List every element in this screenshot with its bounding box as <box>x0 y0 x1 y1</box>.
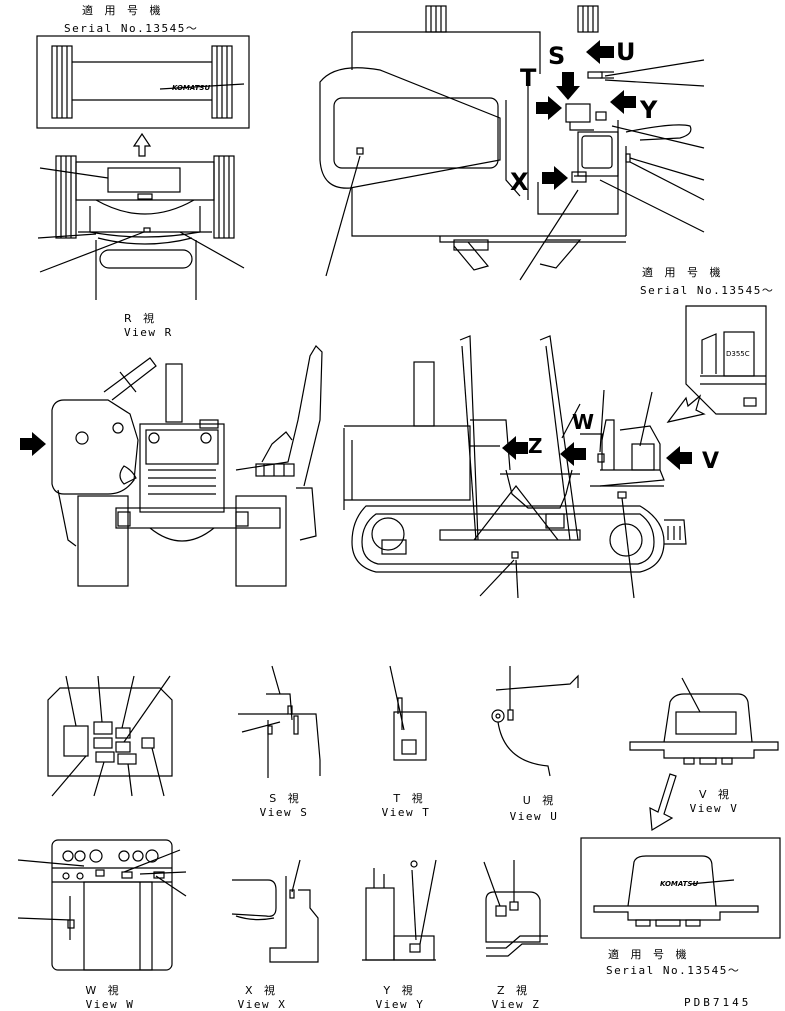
view-x-jp: X 視 <box>244 984 280 997</box>
detail-view-u <box>491 666 579 777</box>
view-y-jp: Y 視 <box>383 984 417 997</box>
view-s-en: View S <box>259 806 309 819</box>
letter-t: T <box>520 64 537 92</box>
arrow-t-icon <box>556 72 580 100</box>
view-v-jp: V 視 <box>698 788 734 801</box>
inset-bottom-serial <box>580 837 781 939</box>
view-z-en: View Z <box>491 998 541 1011</box>
arrow-x-icon <box>542 166 568 190</box>
view-u-en: View U <box>509 810 559 823</box>
applicable-label-right: 適 用 号 機 <box>642 266 725 279</box>
letter-w: W <box>572 410 595 434</box>
detail-view-y <box>362 859 437 961</box>
arrow-u-icon <box>586 40 614 64</box>
up-arrow-icon <box>132 132 152 157</box>
view-t-en: View T <box>381 806 431 819</box>
view-x-en: View X <box>237 998 287 1011</box>
view-z-jp: Z 視 <box>496 984 532 997</box>
view-s-jp: S 視 <box>269 792 303 805</box>
view-w-en: View W <box>85 998 135 1011</box>
detail-view-v <box>629 677 779 765</box>
drawing-number: PDB7145 <box>684 996 752 1009</box>
main-top-view <box>319 5 705 281</box>
letter-u: U <box>616 38 636 66</box>
view-w-jp: W 視 <box>85 984 123 997</box>
letter-y: Y <box>640 96 658 124</box>
detail-view-t <box>389 665 427 761</box>
arrow-s-down-icon <box>536 96 562 120</box>
applicable-label-top: 適 用 号 機 <box>82 4 165 17</box>
detail-view-w <box>17 839 187 971</box>
detail-view-x <box>231 859 319 963</box>
view-r-drawing <box>37 155 245 300</box>
front-view <box>51 345 323 587</box>
side-view <box>343 335 687 599</box>
inset-top-serial <box>36 35 250 129</box>
arrow-front-icon <box>20 432 46 456</box>
serial-label-bottom: Serial No.13545～ <box>606 964 741 977</box>
view-t-jp: T 視 <box>393 792 427 805</box>
letter-v: V <box>702 449 720 474</box>
detail-view-z <box>483 860 548 957</box>
serial-label-right: Serial No.13545～ <box>640 284 775 297</box>
arrow-z-icon <box>502 436 528 460</box>
brand-logo-top: KOMATSU <box>172 84 211 92</box>
view-v-en: View V <box>689 802 739 815</box>
serial-label-top: Serial No.13545～ <box>64 22 199 35</box>
detail-view-s <box>238 665 321 778</box>
view-y-en: View Y <box>375 998 425 1011</box>
view-u-jp: U 視 <box>522 794 558 807</box>
down-left-arrow-icon <box>649 773 677 832</box>
brand-logo-bottom: KOMATSU <box>660 880 699 888</box>
view-r-jp: R 視 <box>124 312 159 325</box>
view-r-en: View R <box>124 326 173 339</box>
detail-panel-1 <box>47 675 173 797</box>
arrow-y-icon <box>610 90 636 114</box>
arrow-outline-icon <box>666 394 706 423</box>
arrow-v-icon <box>666 446 692 470</box>
part-code: D355C <box>726 350 750 358</box>
letter-s: S <box>548 42 566 70</box>
arrow-w-icon <box>560 442 586 466</box>
applicable-label-bottom: 適 用 号 機 <box>608 948 691 961</box>
inset-cab-serial <box>685 305 767 415</box>
letter-z: Z <box>528 434 543 458</box>
letter-x: X <box>510 168 529 196</box>
